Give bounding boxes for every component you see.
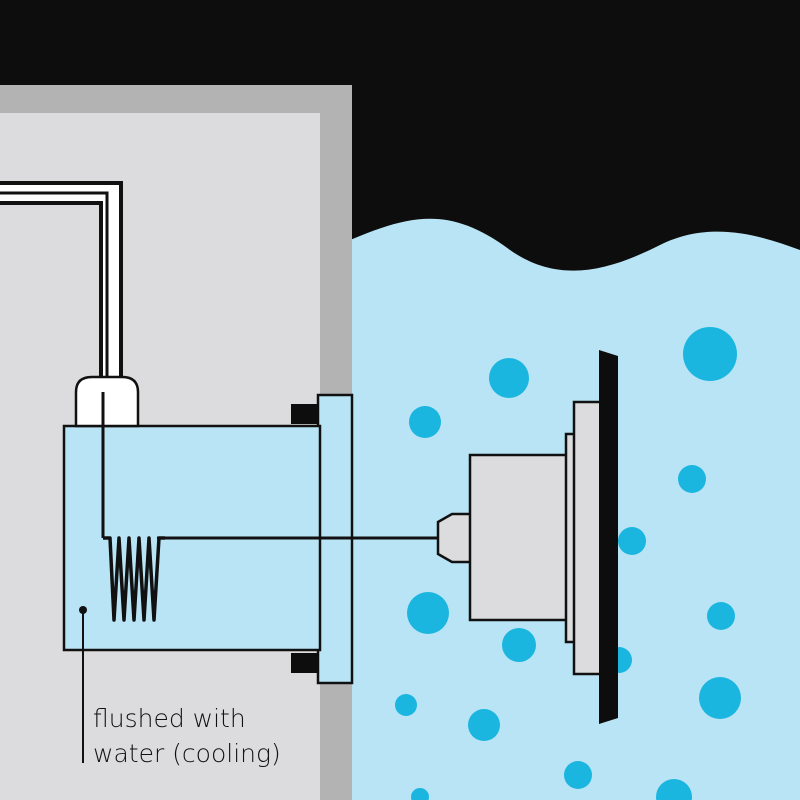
bubble: [707, 602, 735, 630]
bubble: [564, 761, 592, 789]
flange-seal-top: [291, 404, 319, 424]
bubble: [395, 694, 417, 716]
bubble: [407, 592, 449, 634]
lamp-connector: [436, 512, 474, 564]
cable-wire: [0, 191, 109, 400]
bubble: [468, 709, 500, 741]
flange-seal-bottom: [291, 653, 319, 673]
cable-coil: [103, 536, 165, 622]
lamp-front-plate: [572, 400, 604, 676]
lamp-body: [468, 453, 572, 622]
bubble: [656, 779, 692, 800]
bubble: [411, 788, 429, 800]
bubble: [502, 628, 536, 662]
bubble: [409, 406, 441, 438]
bubble: [489, 358, 529, 398]
cable-gland: [74, 375, 140, 428]
bubble: [618, 527, 646, 555]
bubble: [699, 677, 741, 719]
bubble: [678, 465, 706, 493]
lamp-lens: [599, 350, 618, 724]
bubble: [683, 327, 737, 381]
annotation-line-1: flushed with: [93, 704, 246, 733]
bubbles: [395, 327, 741, 800]
annotation-line-2: water (cooling): [93, 739, 281, 768]
